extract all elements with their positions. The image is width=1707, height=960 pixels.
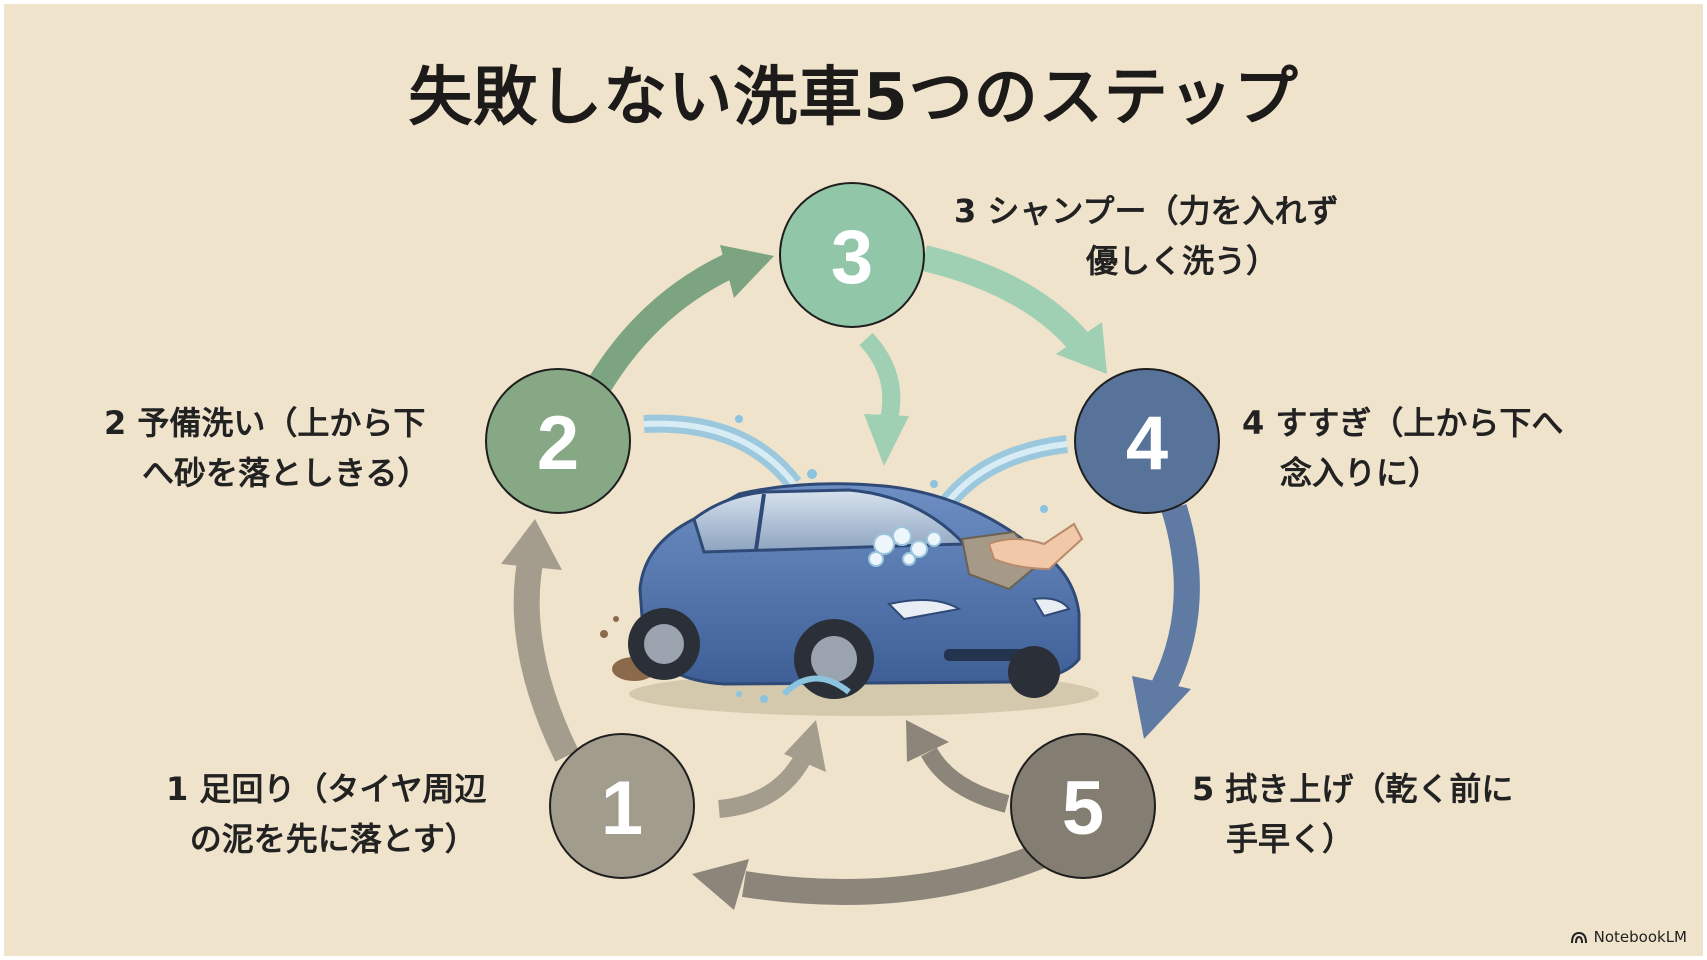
arrow-2-to-3 bbox=[588, 254, 735, 391]
step-circle-3: 3 bbox=[779, 182, 925, 328]
brand-mark: NotebookLM bbox=[1570, 928, 1687, 946]
brand-name: NotebookLM bbox=[1593, 928, 1687, 946]
slide: 失敗しない洗車5つのステップ bbox=[4, 4, 1703, 956]
arrow-5-to-1 bbox=[741, 843, 1045, 905]
arrow-5-to-1-head bbox=[692, 859, 749, 910]
step-circle-2: 2 bbox=[485, 368, 631, 514]
arrow-5-to-car-head bbox=[906, 720, 949, 762]
step-3-number: 3 bbox=[831, 215, 873, 300]
step-5-number: 5 bbox=[1062, 766, 1104, 851]
step-circle-5: 5 bbox=[1010, 733, 1156, 879]
car-wash-illustration bbox=[600, 414, 1099, 716]
step-5-label: 5 拭き上げ（乾く前に 手早く） bbox=[1192, 764, 1513, 864]
step-4-label-line1: 4 すすぎ（上から下へ bbox=[1242, 404, 1564, 442]
step-3-label-line1: 3 シャンプー（力を入れず bbox=[954, 192, 1339, 230]
arrow-1-to-car bbox=[718, 751, 812, 818]
step-1-label-line2: の泥を先に落とす） bbox=[189, 820, 477, 858]
step-1-number: 1 bbox=[601, 766, 643, 851]
arrow-3-to-4 bbox=[921, 245, 1095, 357]
arrow-3-to-4-head bbox=[1056, 322, 1107, 374]
step-2-label-line1: 2 予備洗い（上から下 bbox=[104, 404, 426, 442]
step-3-label: 3 シャンプー（力を入れず 優しく洗う） bbox=[954, 186, 1338, 286]
hand bbox=[987, 522, 1084, 571]
step-2-label: 2 予備洗い（上から下 へ砂を落としきる） bbox=[104, 398, 429, 498]
arrow-1-to-2 bbox=[513, 549, 579, 762]
soap-bubbles bbox=[868, 526, 942, 567]
step-4-label-line2: 念入りに） bbox=[1280, 454, 1441, 492]
step-5-label-line2: 手早く） bbox=[1226, 820, 1355, 858]
arrow-2-to-3-head bbox=[720, 245, 774, 298]
step-circle-1: 1 bbox=[549, 733, 695, 879]
step-5-label-line1: 5 拭き上げ（乾く前に bbox=[1192, 770, 1514, 808]
arrow-1-to-2-head bbox=[501, 519, 562, 570]
cycle-arrows bbox=[501, 245, 1200, 910]
step-4-label: 4 すすぎ（上から下へ 念入りに） bbox=[1242, 398, 1563, 498]
step-2-label-line2: へ砂を落としきる） bbox=[142, 454, 430, 492]
arrow-4-to-5 bbox=[1152, 504, 1200, 692]
cycle-diagram: 1 2 3 4 5 bbox=[485, 182, 1220, 910]
arrow-5-to-car bbox=[921, 747, 1010, 813]
page-title: 失敗しない洗車5つのステップ bbox=[408, 61, 1299, 135]
step-2-number: 2 bbox=[537, 401, 579, 486]
arrow-3-to-car-head bbox=[864, 414, 909, 466]
step-4-number: 4 bbox=[1126, 401, 1168, 486]
notebooklm-logo-icon bbox=[1570, 931, 1587, 944]
step-3-label-line2: 優しく洗う） bbox=[1086, 242, 1279, 280]
arrow-1-to-car-head bbox=[784, 720, 826, 772]
arrow-3-to-car bbox=[859, 332, 901, 421]
car-wheels bbox=[628, 608, 1060, 699]
step-1-label-line1: 1 足回り（タイヤ周辺 bbox=[166, 770, 487, 808]
arrow-4-to-5-head bbox=[1132, 676, 1191, 739]
step-circle-4: 4 bbox=[1074, 368, 1220, 514]
step-1-label: 1 足回り（タイヤ周辺 の泥を先に落とす） bbox=[166, 764, 486, 864]
